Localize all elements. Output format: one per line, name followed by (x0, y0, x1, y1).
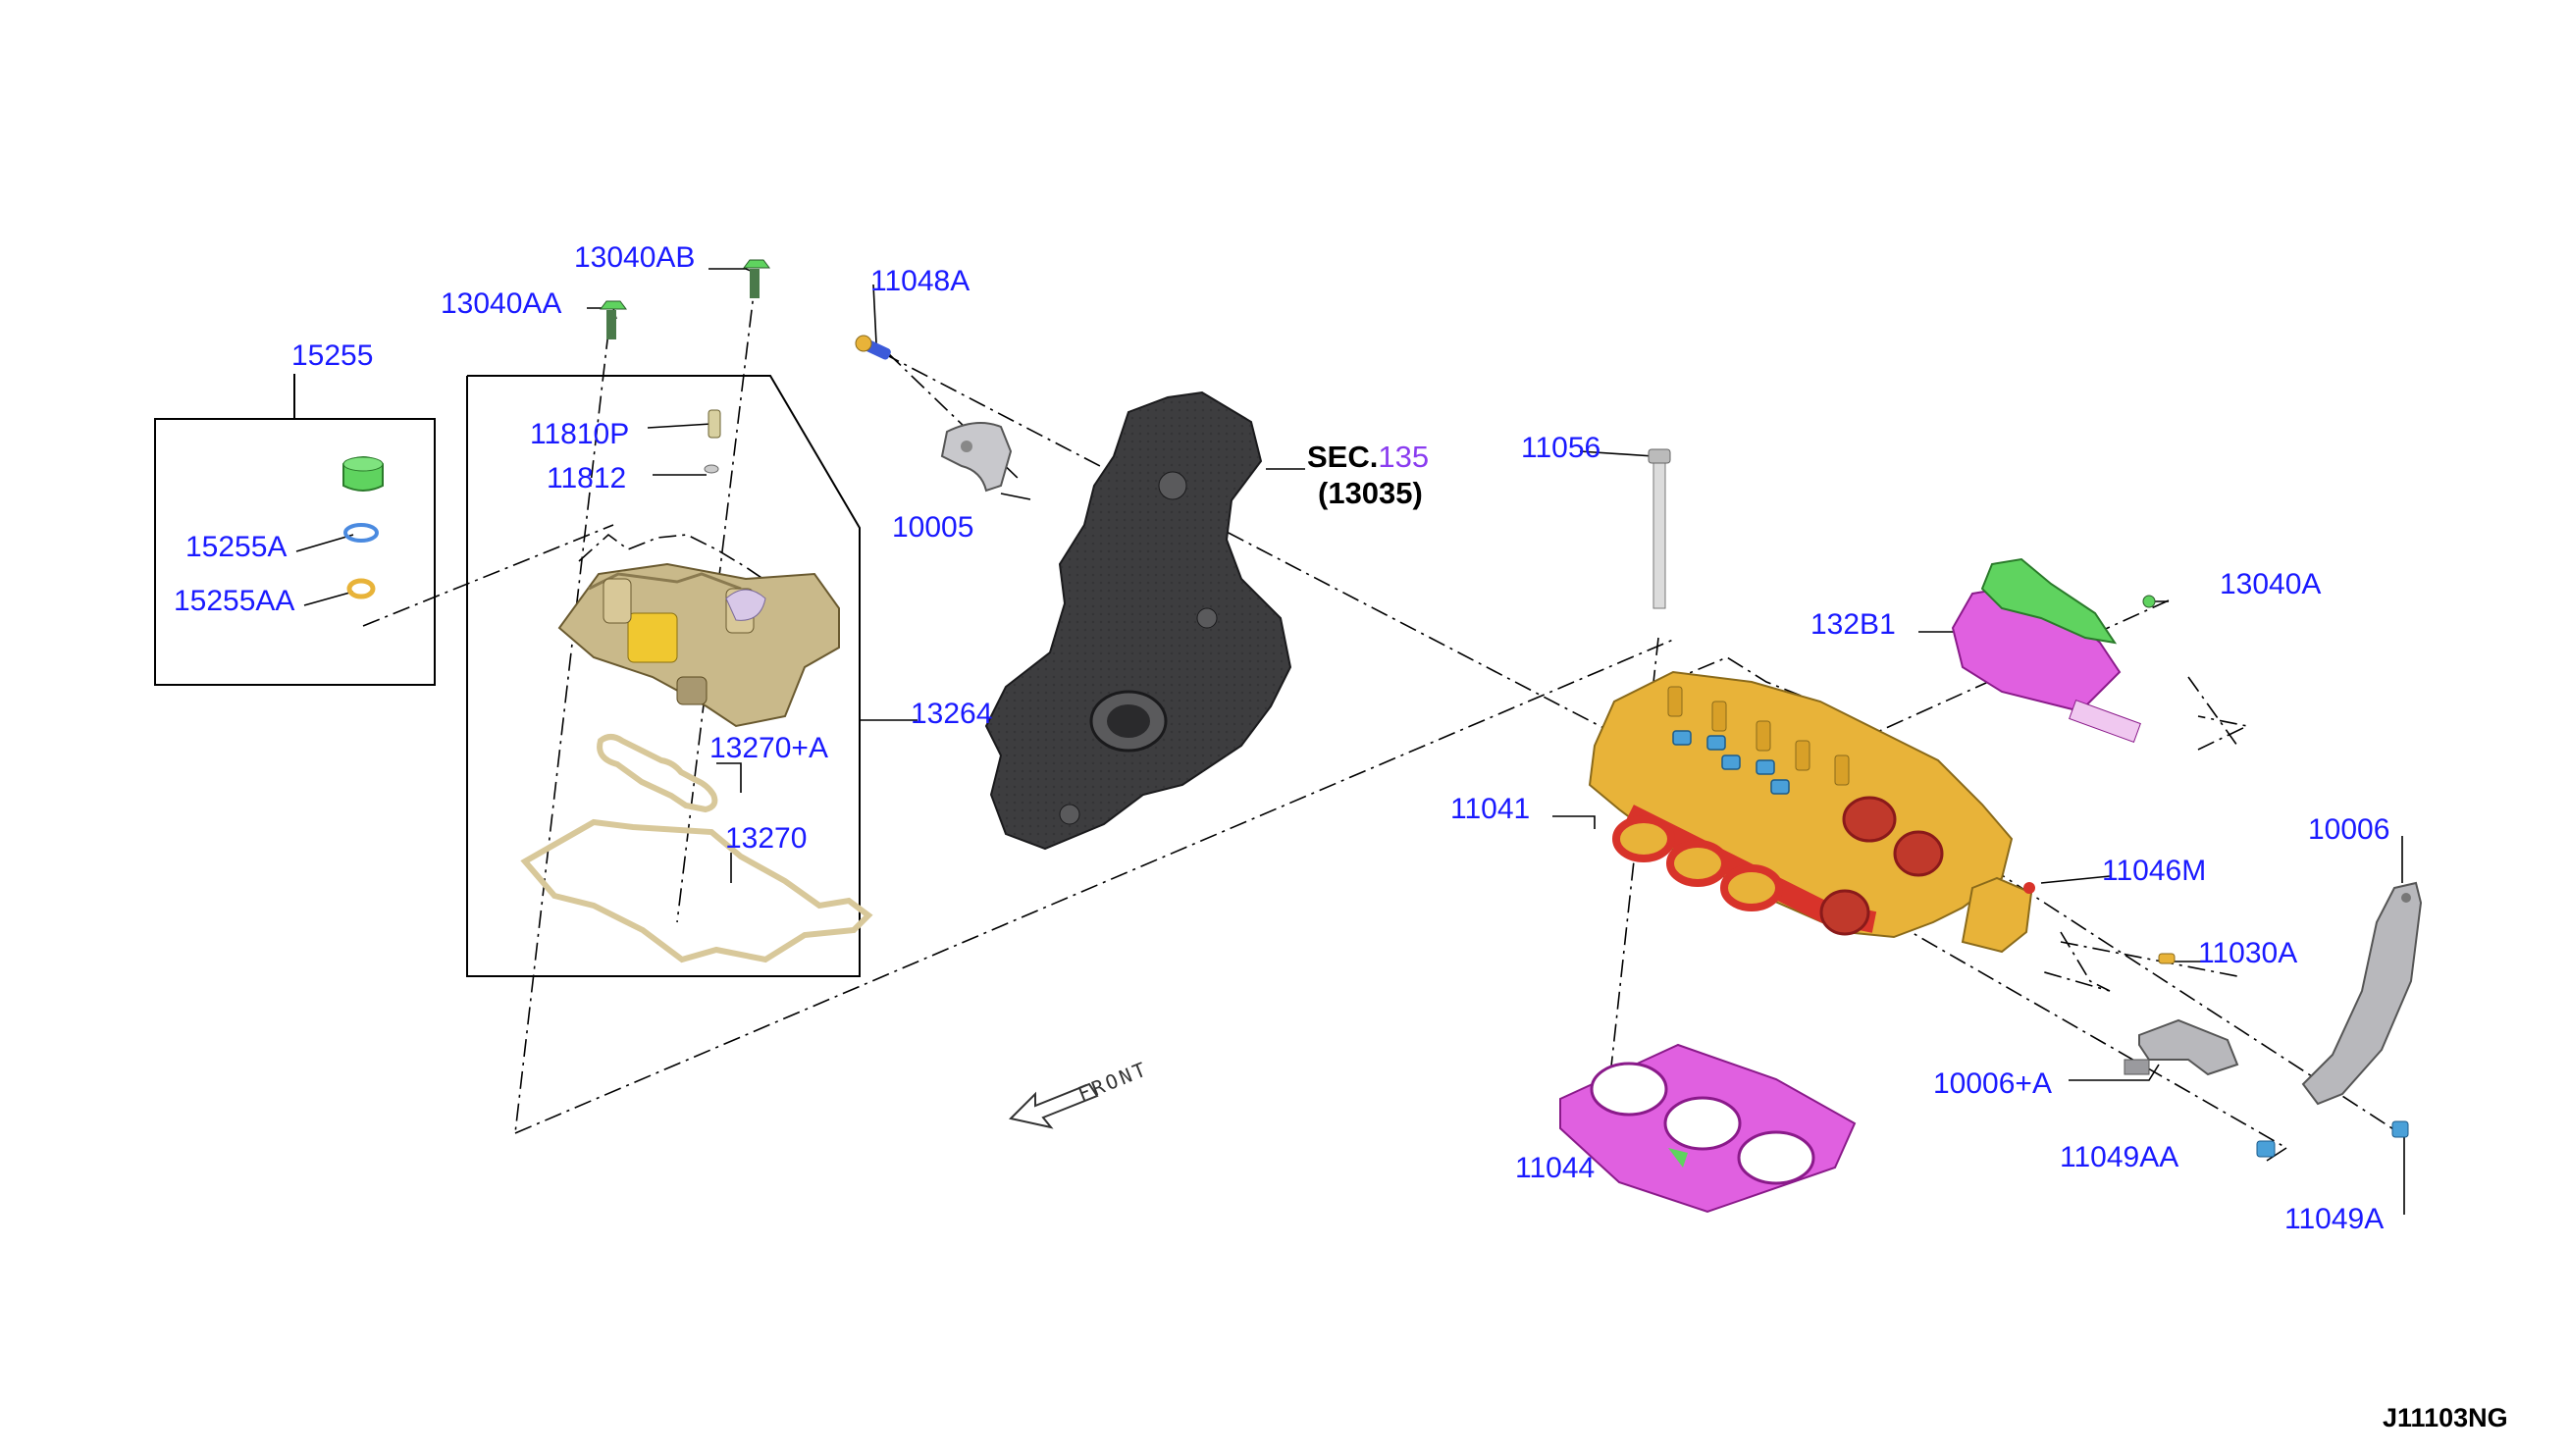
label-13264: 13264 (911, 698, 993, 730)
bracket-10006a-part (2124, 1018, 2239, 1076)
front-cover-part (984, 390, 1292, 851)
head-gasket-11044-part (1559, 1043, 1857, 1214)
cover-gasket-13270-part (520, 818, 873, 963)
label-132b1: 132B1 (1810, 608, 1896, 641)
section-reference: SEC.135 (1307, 442, 1429, 472)
label-15255: 15255 (291, 339, 374, 372)
label-11812: 11812 (547, 462, 627, 494)
label-11044: 11044 (1515, 1152, 1596, 1184)
label-11046m: 11046M (2102, 855, 2207, 887)
leader-lines (295, 268, 2405, 1215)
head-bolt-11056-part (1648, 448, 1671, 609)
bolt-11049aa-part (2256, 1140, 2276, 1158)
label-10005: 10005 (892, 511, 974, 544)
box-15255 (154, 374, 436, 686)
label-11030a: 11030A (2198, 937, 2298, 969)
label-13040ab: 13040AB (574, 241, 696, 274)
valve-cover-13264-part (557, 562, 840, 728)
bolt-13040aa-part (600, 300, 627, 339)
section-sub-reference: (13035) (1318, 476, 1423, 510)
label-13270a: 13270+A (709, 732, 828, 764)
bracket-11046m-part (1961, 876, 2035, 954)
label-13040aa: 13040AA (441, 287, 562, 320)
label-11041: 11041 (1450, 793, 1531, 825)
label-13270: 13270 (725, 822, 808, 855)
bolt-11048a-part (855, 335, 891, 360)
bolt-11030a-part (2158, 953, 2176, 964)
label-15255a: 15255A (185, 531, 288, 563)
label-11810p: 11810P (530, 418, 630, 450)
front-arrow-icon (1009, 1082, 1099, 1129)
label-11048a: 11048A (870, 265, 970, 297)
box-13264 (466, 375, 861, 977)
label-11049aa: 11049AA (2060, 1141, 2179, 1173)
plug-gasket-13270a-part (597, 734, 718, 813)
section-number[interactable]: 135 (1378, 440, 1430, 474)
heat-cover-132b1-part (1951, 557, 2141, 744)
cylinder-head-11041-part (1588, 670, 2014, 939)
label-11056: 11056 (1521, 432, 1601, 464)
bolt-11049a-part (2391, 1120, 2409, 1138)
o-ring-15255a-part (343, 523, 379, 543)
label-15255aa: 15255AA (174, 585, 295, 617)
diagram-code: J11103NG (2383, 1403, 2508, 1432)
bolt-13040a-part (2142, 595, 2156, 608)
grommet-11812-part (704, 464, 719, 474)
bolt-13040ab-part (743, 259, 770, 298)
washer-15255aa-part (346, 578, 376, 599)
bracket-10005-part (940, 422, 1013, 493)
section-prefix: SEC. (1307, 440, 1379, 474)
pcv-valve-11810p-part (708, 409, 721, 439)
oil-filler-cap-part (342, 456, 384, 492)
label-10006: 10006 (2308, 813, 2390, 846)
label-13040a: 13040A (2220, 568, 2322, 600)
label-10006a: 10006+A (1933, 1067, 2052, 1100)
label-11049a: 11049A (2284, 1203, 2385, 1235)
bracket-10006-part (2301, 881, 2423, 1106)
